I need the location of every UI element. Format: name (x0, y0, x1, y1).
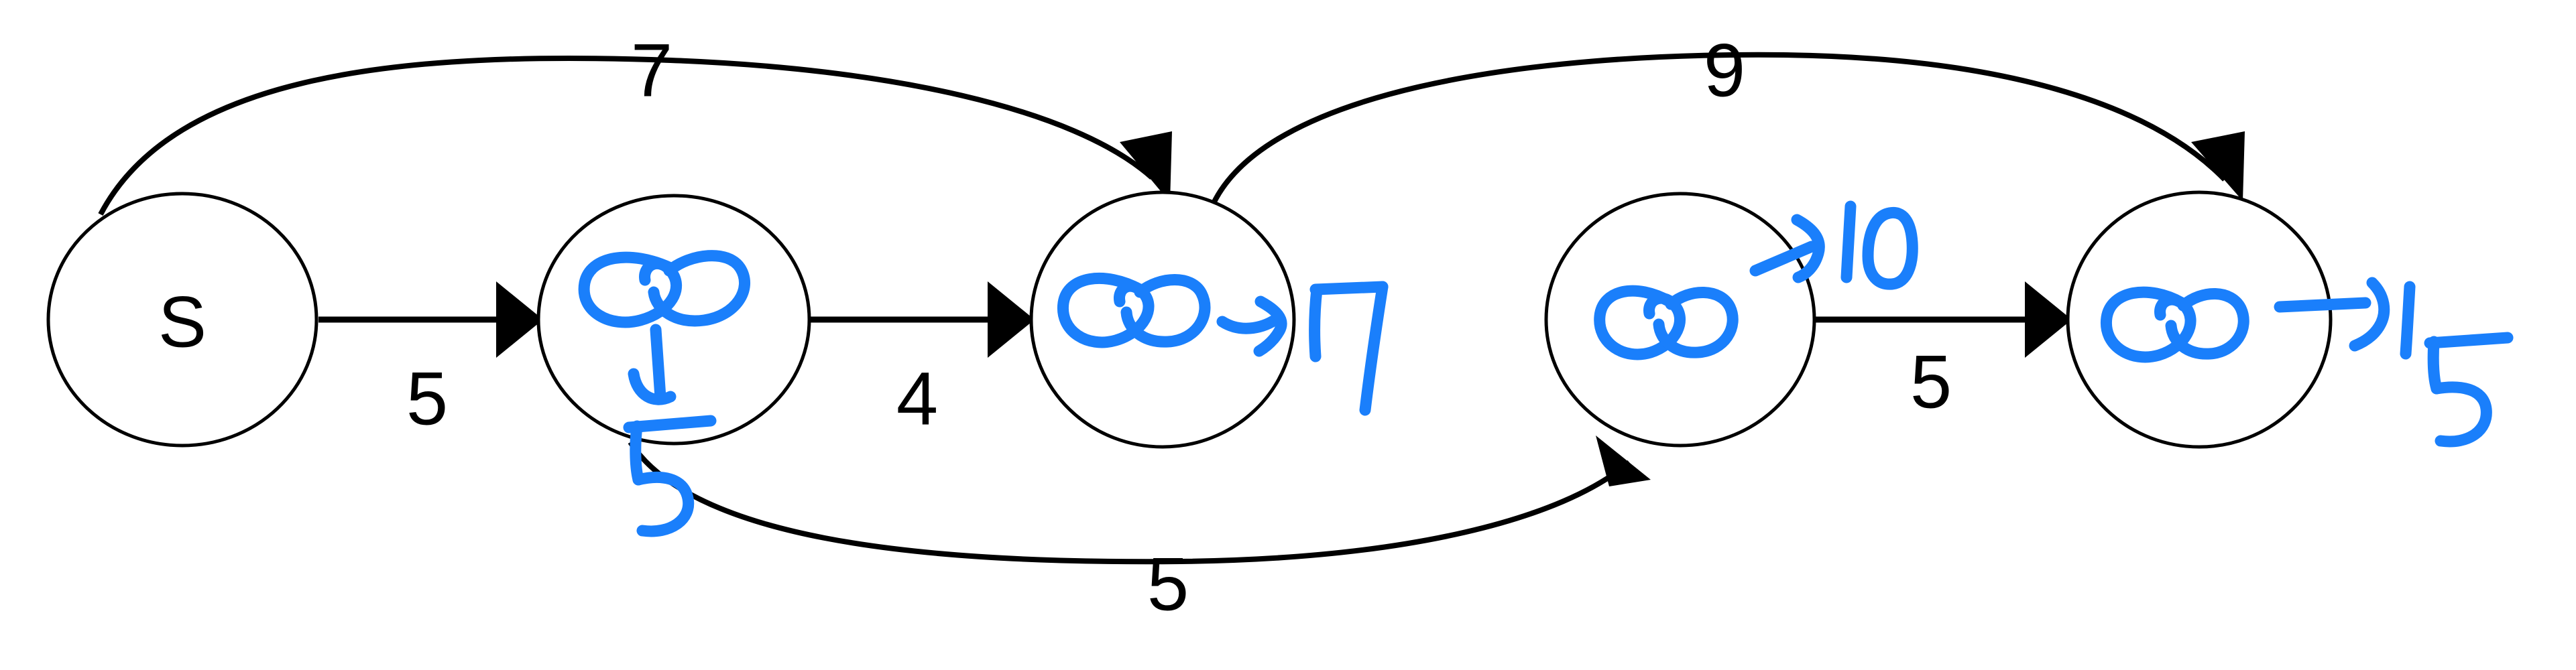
ink-infinity-n2 (578, 250, 750, 328)
edge-n4-to-n5-arrowhead (2025, 281, 2072, 358)
edge-n2-to-n3-arrowhead (988, 281, 1035, 358)
ink-infinity-n5 (2100, 286, 2249, 363)
ink-value-n3 (1309, 281, 1389, 416)
edge-n2-to-n4-arrowhead (1596, 436, 1651, 486)
ink-infinity-n3 (1057, 272, 1211, 348)
edge-weight-n3-to-n5: 9 (1704, 29, 1745, 113)
node-s-label: S (158, 281, 207, 362)
edge-n4-to-n5 (1816, 281, 2072, 358)
node-n3-ellipse[interactable] (1029, 190, 1296, 449)
edge-s-to-n2-arrowhead (496, 281, 543, 358)
edge-weight-n4-to-n5: 5 (1910, 340, 1952, 424)
edge-s-to-n3-path (98, 55, 1154, 216)
ink-value-n2 (623, 415, 717, 537)
node-n5-ellipse[interactable] (2066, 190, 2333, 449)
node-s-ellipse[interactable] (46, 192, 318, 448)
node-n3[interactable] (1029, 190, 1296, 449)
edge-s-to-n3 (98, 55, 1172, 216)
edge-s-to-n3-arrowhead (1120, 131, 1172, 202)
node-s[interactable]: S (46, 192, 318, 448)
edge-weight-n2-to-n4: 5 (1147, 543, 1189, 626)
ink-value-n5 (2400, 281, 2514, 448)
edge-n3-to-n5-arrowhead (2191, 131, 2245, 201)
ink-infinity-n4 (1594, 285, 1739, 360)
edge-n2-to-n4 (628, 436, 1651, 565)
edge-n3-to-n5-path (1208, 52, 2227, 210)
edge-n2-to-n3 (810, 281, 1035, 358)
ink-down-arrow-n2 (628, 324, 677, 405)
edge-n2-to-n4-path (628, 440, 1631, 565)
ink-value-n4 (1840, 200, 1918, 290)
edge-weight-n2-to-n3: 4 (896, 357, 938, 441)
edge-n3-to-n5 (1208, 52, 2245, 210)
ink-arrow-n3 (1216, 295, 1287, 357)
edge-weight-s-to-n3: 7 (631, 29, 672, 113)
node-n5[interactable] (2066, 190, 2333, 449)
edge-s-to-n2 (318, 281, 543, 358)
ink-arrow-n4 (1749, 214, 1825, 283)
ink-arrow-n5 (2274, 277, 2390, 352)
edge-weight-s-to-n2: 5 (406, 357, 448, 441)
